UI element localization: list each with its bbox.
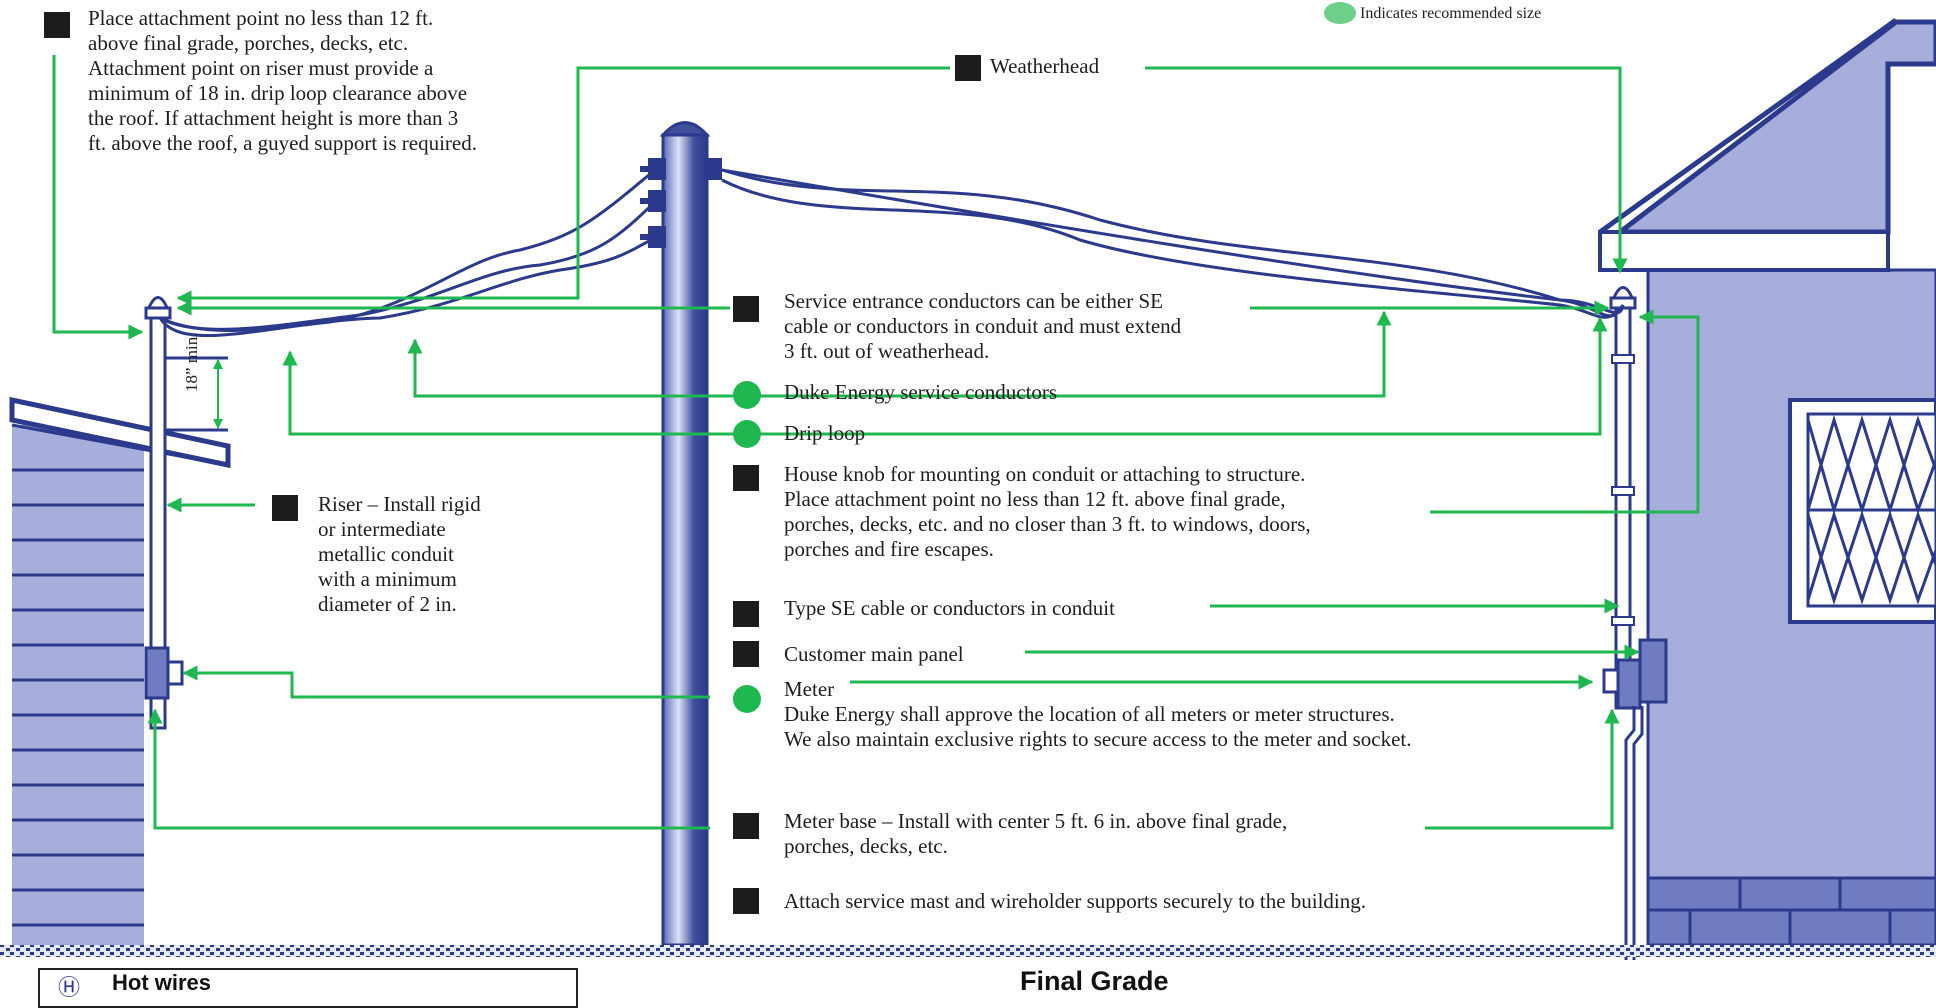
service-conductors bbox=[158, 168, 1625, 338]
left-house bbox=[9, 396, 231, 945]
square-marker bbox=[733, 888, 759, 914]
square-marker bbox=[955, 55, 981, 81]
callout-arrows bbox=[52, 55, 1700, 830]
square-marker bbox=[733, 296, 759, 322]
right-house bbox=[1598, 17, 1936, 947]
square-marker bbox=[44, 12, 70, 38]
recommended-size-legend-dot bbox=[1324, 2, 1356, 24]
type-se-cable-label: Type SE cable or conductors in conduit bbox=[784, 596, 1115, 620]
attachment-point-label: Place attachment point no less than 12 f… bbox=[88, 6, 477, 155]
square-marker bbox=[733, 641, 759, 667]
left-riser bbox=[144, 296, 228, 730]
meter-label: Meter Duke Energy shall approve the loca… bbox=[784, 677, 1412, 751]
hot-wire-icon: Ⓗ bbox=[58, 976, 81, 1001]
recommended-dot-marker bbox=[733, 420, 761, 448]
weatherhead-label: Weatherhead bbox=[990, 54, 1100, 78]
drip-loop-clearance-label: 18” min. bbox=[182, 332, 201, 393]
final-grade-label: Final Grade bbox=[1020, 966, 1169, 996]
final-grade-ground bbox=[0, 945, 1936, 957]
service-entrance-label: Service entrance conductors can be eithe… bbox=[784, 289, 1182, 363]
recommended-size-legend-text: Indicates recommended size bbox=[1360, 5, 1542, 22]
house-knob-label: House knob for mounting on conduit or at… bbox=[784, 462, 1311, 561]
riser-label: Riser – Install rigid or intermediate me… bbox=[318, 492, 481, 616]
utility-pole bbox=[640, 121, 722, 947]
recommended-dot-marker bbox=[733, 685, 761, 713]
square-marker bbox=[733, 465, 759, 491]
drip-loop-label: Drip loop bbox=[784, 421, 866, 445]
square-marker bbox=[272, 495, 298, 521]
attach-service-mast-label: Attach service mast and wireholder suppo… bbox=[784, 889, 1367, 913]
recommended-dot-marker bbox=[733, 381, 761, 409]
meter-base-label: Meter base – Install with center 5 ft. 6… bbox=[784, 809, 1288, 858]
customer-main-panel-label: Customer main panel bbox=[784, 642, 964, 666]
duke-energy-conductors-label: Duke Energy service conductors bbox=[784, 380, 1058, 404]
hot-wires-legend-text: Hot wires bbox=[112, 970, 212, 995]
right-riser bbox=[1602, 286, 1668, 960]
square-marker bbox=[733, 601, 759, 627]
square-marker bbox=[733, 813, 759, 839]
